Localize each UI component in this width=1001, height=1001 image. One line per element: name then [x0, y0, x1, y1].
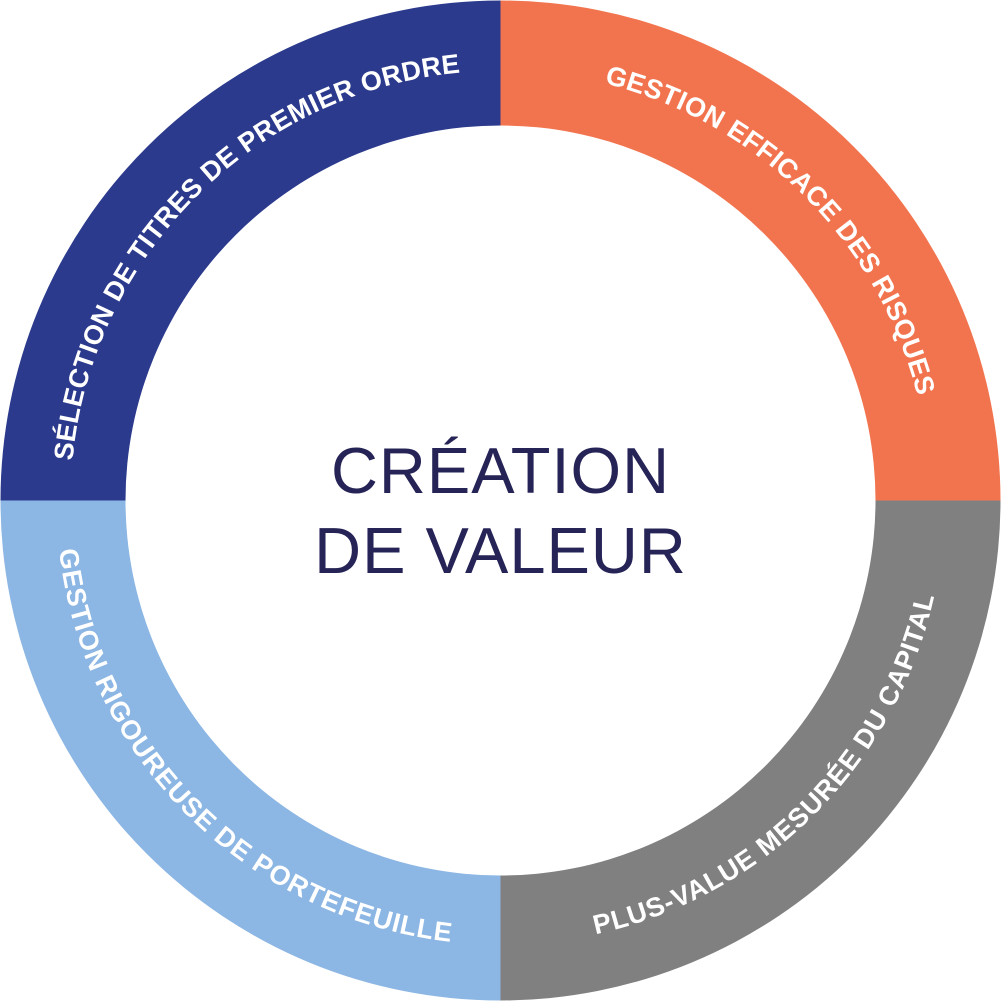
segment-plus-value-capital[interactable] — [500, 500, 1001, 1001]
center-title-line-1: CRÉATION — [331, 434, 670, 507]
center-title-line-2: DE VALEUR — [314, 514, 687, 587]
center-title: CRÉATION DE VALEUR — [314, 434, 687, 587]
segment-gestion-portefeuille[interactable] — [0, 500, 501, 1001]
segment-selection-titres[interactable] — [0, 0, 501, 501]
segment-gestion-risques[interactable] — [500, 0, 1001, 501]
